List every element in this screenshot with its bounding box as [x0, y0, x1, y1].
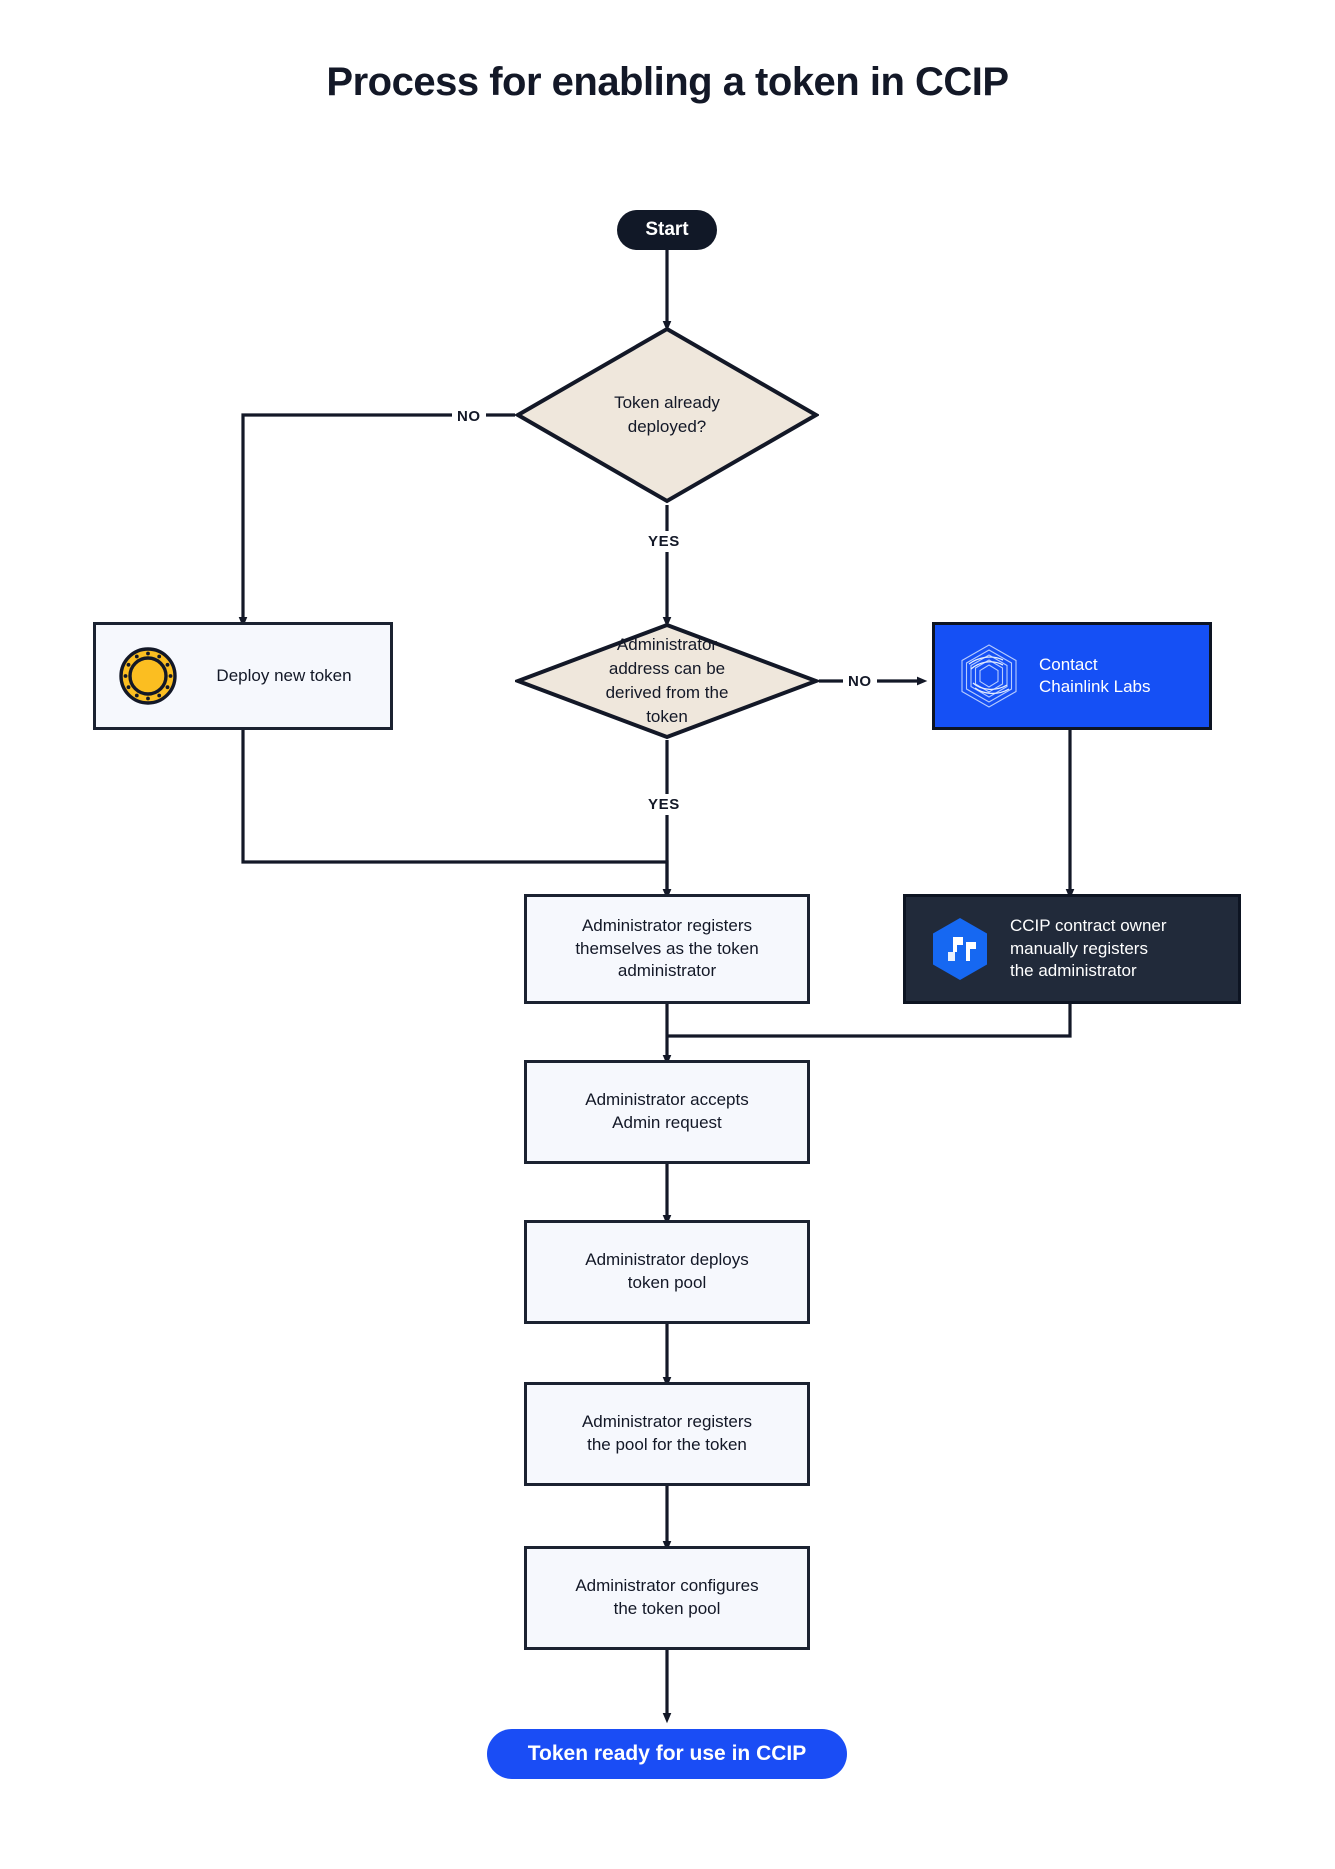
decision-line-2: address can be: [608, 659, 726, 679]
process-admin-configures-pool[interactable]: Administrator configures the token pool: [524, 1546, 810, 1650]
edge-label-derived-yes: YES: [643, 794, 685, 815]
process-admin-registers-self[interactable]: Administrator registers themselves as th…: [524, 894, 810, 1004]
decision-line-4: token: [646, 706, 688, 726]
chainlink-logo-icon: [957, 642, 1021, 710]
process-admin-registers-pool[interactable]: Administrator registers the pool for the…: [524, 1382, 810, 1486]
process-contact-chainlink-labs[interactable]: Contact Chainlink Labs: [932, 622, 1212, 730]
process-line-1: Administrator registers: [581, 915, 753, 935]
process-label-group: CCIP contract owner manually registers t…: [1010, 915, 1167, 982]
process-line-3: the administrator: [1010, 961, 1137, 981]
process-line-2: manually registers: [1010, 938, 1148, 958]
page-title: Process for enabling a token in CCIP: [326, 60, 1009, 104]
decision-line-1: Administrator: [616, 635, 718, 655]
decision-admin-address-derived[interactable]: Administrator address can be derived fro…: [515, 622, 819, 740]
edge-label-derived-no: NO: [843, 671, 877, 692]
process-line-1: Administrator registers: [581, 1412, 753, 1432]
process-line-1: Administrator deploys: [585, 1250, 749, 1270]
gold-coin-icon: [118, 646, 178, 706]
process-line-2: token pool: [627, 1273, 707, 1292]
process-line-2: Admin request: [612, 1113, 722, 1132]
process-label-group: Administrator registers themselves as th…: [575, 915, 758, 984]
process-label: Deploy new token: [216, 665, 352, 685]
start-terminator[interactable]: Start: [617, 210, 717, 250]
decision-token-already-deployed[interactable]: Token already deployed?: [515, 326, 819, 504]
process-line-2: themselves as the token: [575, 938, 759, 958]
edge-label-deployed-no: NO: [452, 406, 486, 427]
decision-shape: [515, 622, 819, 740]
process-deploy-new-token[interactable]: Deploy new token: [93, 622, 393, 730]
end-terminator[interactable]: Token ready for use in CCIP: [487, 1729, 847, 1779]
process-label-group: Administrator registers the pool for the…: [582, 1411, 752, 1457]
decision-line-2: deployed?: [627, 417, 707, 436]
edge-label-deployed-yes: YES: [643, 531, 685, 552]
process-admin-accepts-request[interactable]: Administrator accepts Admin request: [524, 1060, 810, 1164]
process-line-2: Chainlink Labs: [1039, 677, 1151, 696]
process-line-1: Administrator configures: [575, 1576, 759, 1596]
process-line-3: administrator: [617, 961, 717, 981]
decision-shape: [515, 326, 819, 504]
decision-label-group: Administrator address can be derived fro…: [515, 622, 819, 740]
end-label: Token ready for use in CCIP: [527, 1742, 807, 1765]
process-label-group: Administrator configures the token pool: [575, 1575, 758, 1621]
process-label-group: Administrator deploys token pool: [585, 1249, 748, 1295]
process-line-1: Contact: [1039, 654, 1098, 674]
process-line-2: the token pool: [613, 1599, 721, 1618]
process-line-1: CCIP contract owner: [1010, 916, 1167, 936]
process-label-group: Administrator accepts Admin request: [585, 1089, 748, 1135]
process-admin-deploys-token-pool[interactable]: Administrator deploys token pool: [524, 1220, 810, 1324]
ccip-cube-icon: [928, 916, 992, 982]
process-line-2: the pool for the token: [587, 1435, 747, 1454]
decision-line-1: Token already: [614, 393, 720, 413]
start-label: Start: [645, 219, 689, 240]
process-line-1: Administrator accepts: [585, 1090, 749, 1110]
process-label-group: Contact Chainlink Labs: [1039, 654, 1151, 699]
decision-line-3: derived from the: [605, 683, 729, 702]
decision-label-group: Token already deployed?: [515, 326, 819, 504]
process-ccip-owner-registers-admin[interactable]: CCIP contract owner manually registers t…: [903, 894, 1241, 1004]
